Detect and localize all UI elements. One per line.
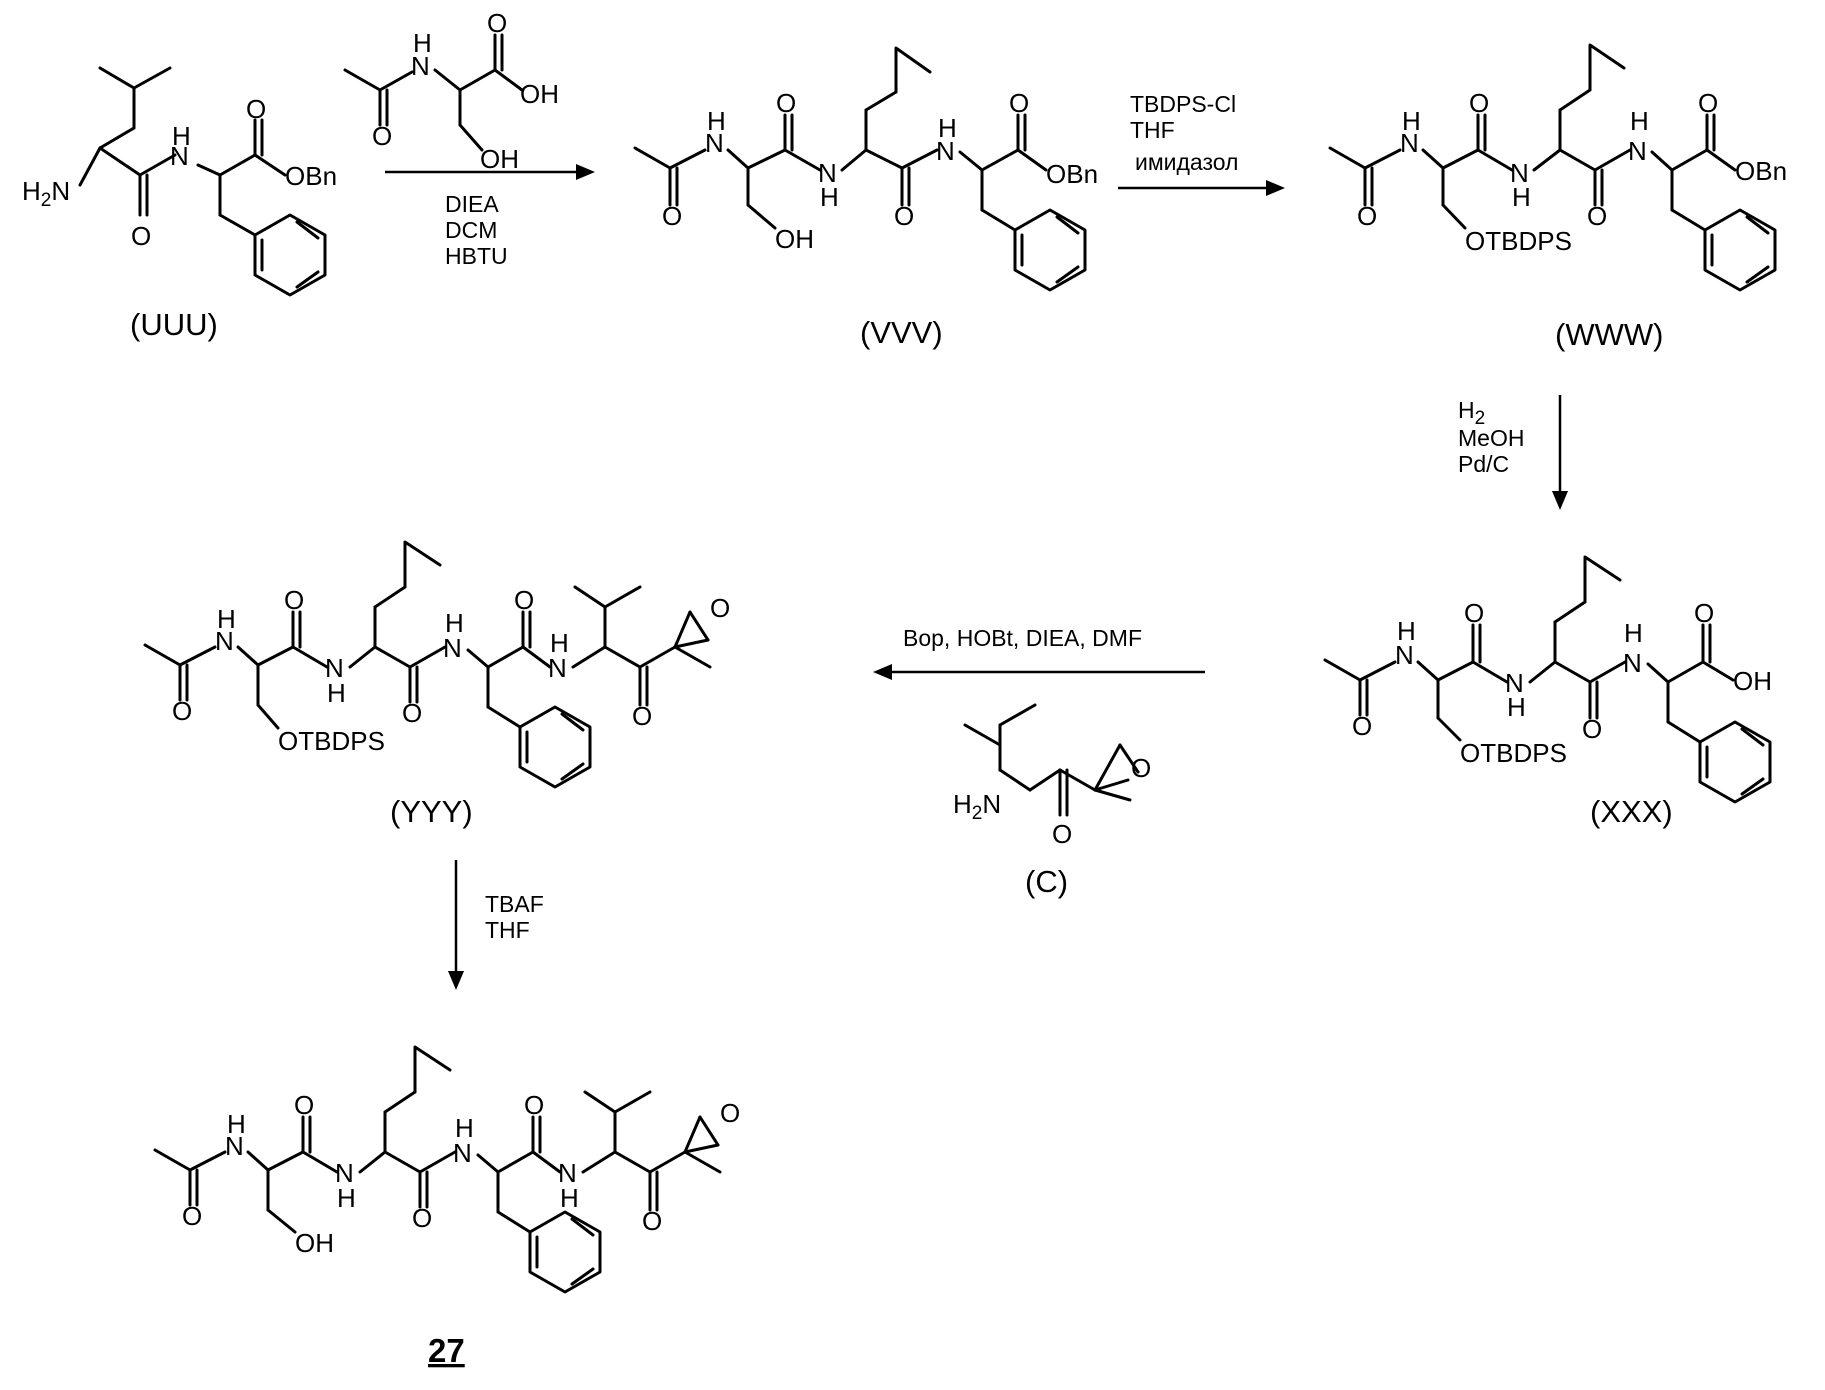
yyy-h3: H — [445, 608, 464, 638]
vvv-oh: OH — [775, 224, 814, 254]
www-o4: O — [1698, 88, 1718, 118]
reagent-step1-2: HBTU — [445, 243, 508, 269]
vvv-h2: H — [820, 182, 839, 212]
yyy-h2: H — [327, 678, 346, 708]
compound-27-label: 27 — [428, 1332, 465, 1369]
c27-h2: H — [337, 1183, 356, 1213]
c27-h1: H — [227, 1109, 246, 1139]
c-h2n: H2N — [953, 789, 1001, 824]
xxx-h3: H — [1624, 618, 1643, 648]
www-h1: H — [1402, 106, 1421, 136]
ac-ser-o1: O — [372, 121, 392, 151]
c27-o-epoxide: O — [720, 1098, 740, 1128]
www-otbdps: OTBDPS — [1465, 226, 1572, 256]
yyy-o4: O — [514, 585, 534, 615]
xxx-o1: O — [1352, 711, 1372, 741]
arrow-step-4-head — [873, 664, 892, 680]
yyy-o1: O — [172, 696, 192, 726]
www-h3: H — [1630, 106, 1649, 136]
vvv-h3: H — [938, 113, 957, 143]
reagent-step5-0: TBAF — [485, 891, 544, 917]
arrow-step-1-head — [576, 164, 595, 180]
uuu-h2n: H2N — [22, 176, 70, 211]
compound-c-label: (C) — [1025, 864, 1068, 899]
vvv-obn: OBn — [1046, 159, 1098, 189]
c27-o2: O — [294, 1090, 314, 1120]
reagent-step5-1: THF — [485, 917, 530, 943]
ac-ser-oh1: OH — [520, 79, 559, 109]
yyy-h1: H — [217, 604, 236, 634]
www-o3: O — [1587, 201, 1607, 231]
xxx-o2: O — [1464, 598, 1484, 628]
vvv-o2: O — [776, 88, 796, 118]
uuu-nh-h: H — [172, 121, 191, 151]
yyy-o2: O — [284, 585, 304, 615]
xxx-oh: OH — [1733, 666, 1772, 696]
vvv-o1: O — [662, 201, 682, 231]
yyy-h4: H — [550, 628, 569, 658]
uuu-o1: O — [131, 221, 151, 251]
c27-h4: H — [560, 1183, 579, 1213]
uuu-obn: OBn — [285, 161, 337, 191]
compound-vvv-structure — [635, 48, 1085, 290]
reagent-step1-1: DCM — [445, 217, 497, 243]
vvv-h1: H — [707, 106, 726, 136]
arrow-step-2-head — [1266, 180, 1285, 196]
uuu-o2: O — [246, 94, 266, 124]
www-obn: OBn — [1735, 156, 1787, 186]
yyy-otbdps: OTBDPS — [278, 726, 385, 756]
compound-yyy-label: (YYY) — [390, 794, 473, 829]
xxx-o4: O — [1694, 598, 1714, 628]
c-o-epoxide: O — [1131, 753, 1151, 783]
www-n3: N — [1628, 136, 1647, 166]
compound-27-structure — [155, 1047, 720, 1292]
compound-yyy-structure — [145, 542, 710, 787]
xxx-n3: N — [1623, 648, 1642, 678]
yyy-o-epoxide: O — [710, 593, 730, 623]
xxx-otbdps: OTBDPS — [1460, 738, 1567, 768]
c27-oh: OH — [295, 1228, 334, 1258]
c27-o4: O — [524, 1090, 544, 1120]
reagent-step2-0: TBDPS-Cl — [1130, 91, 1236, 117]
reagent-step2-1: THF — [1130, 117, 1175, 143]
compound-uuu-label: (UUU) — [130, 307, 218, 342]
xxx-o3: O — [1582, 714, 1602, 744]
compound-vvv-label: (VVV) — [860, 315, 943, 350]
ac-ser-o2: O — [487, 8, 507, 38]
reagent-step4: Bop, HOBt, DIEA, DMF — [903, 625, 1142, 651]
c27-o1: O — [182, 1201, 202, 1231]
arrow-step-5-head — [448, 971, 464, 990]
www-h2: H — [1512, 182, 1531, 212]
ac-ser-h: H — [413, 28, 432, 58]
c-o1: O — [1052, 819, 1072, 849]
c27-o3: O — [412, 1203, 432, 1233]
reagent-step1-0: DIEA — [445, 191, 499, 217]
xxx-h2: H — [1507, 692, 1526, 722]
reagent-step3-1: Pd/C — [1458, 451, 1509, 477]
xxx-h1: H — [1397, 616, 1416, 646]
yyy-o5: O — [632, 701, 652, 731]
ac-ser-oh2: OH — [480, 144, 519, 174]
c27-o5: O — [642, 1206, 662, 1236]
yyy-o3: O — [402, 698, 422, 728]
reagent-step2-2: имидазол — [1135, 149, 1238, 175]
www-o2: O — [1469, 88, 1489, 118]
c27-h3: H — [455, 1113, 474, 1143]
vvv-o3: O — [894, 201, 914, 231]
reagent-step3-0: MeOH — [1458, 425, 1524, 451]
www-o1: O — [1357, 201, 1377, 231]
vvv-o4: O — [1009, 88, 1029, 118]
arrow-step-3-head — [1552, 491, 1568, 510]
compound-xxx-label: (XXX) — [1590, 794, 1673, 829]
compound-www-label: (WWW) — [1555, 317, 1663, 352]
